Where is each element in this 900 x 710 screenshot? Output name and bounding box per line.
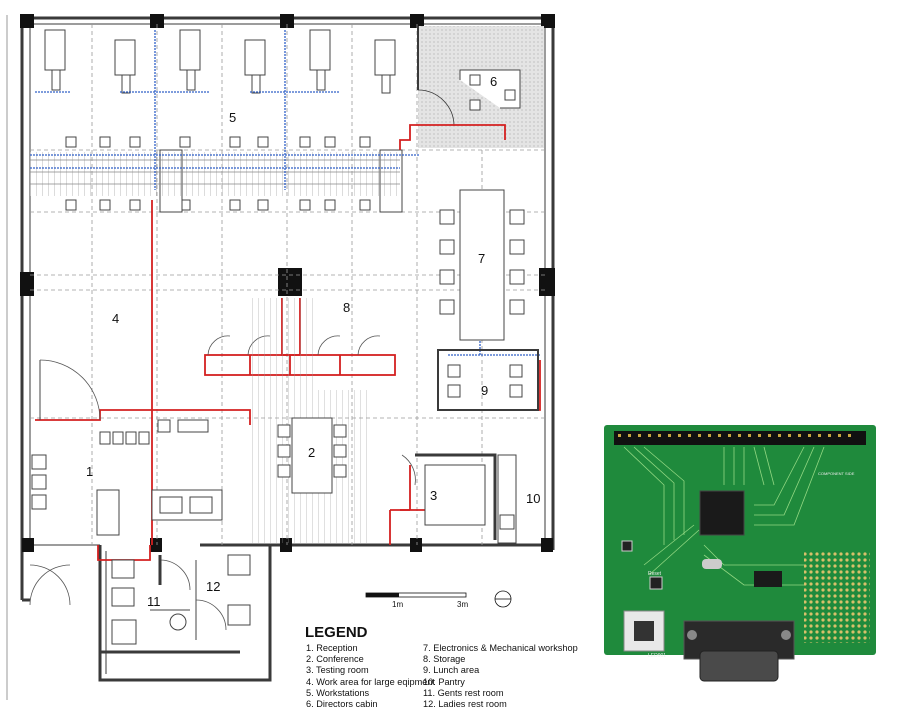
room-number-12: 12	[206, 579, 220, 594]
legend-item: 7. Electronics & Mechanical workshop	[423, 643, 578, 653]
legend-column-2: 7. Electronics & Mechanical workshop 8. …	[423, 643, 578, 710]
legend-item: 12. Ladies rest room	[423, 699, 507, 710]
room-number-2: 2	[308, 445, 315, 460]
scale-bar: 1m 3m	[365, 592, 468, 609]
legend-item: 3. Testing room	[306, 665, 369, 676]
reception-furniture	[31, 419, 223, 536]
legend-item: 4. Work area for large eqipment	[306, 676, 436, 687]
room-number-5: 5	[229, 110, 236, 125]
legend-column-1: 1. Reception 2. Conference 3. Testing ro…	[306, 643, 435, 710]
legend-item: 10. Pantry	[423, 676, 465, 687]
legend-item: 5. Workstations	[306, 687, 370, 698]
corridor-band	[30, 152, 400, 196]
room-number-9: 9	[481, 383, 488, 398]
room-numbers: 1 2 3 4 5 6 7 8 9 10 11 12	[86, 74, 540, 609]
grid-lines	[30, 24, 545, 545]
pcb-reset-label: Reset	[648, 571, 662, 577]
microcontroller-chip	[699, 490, 745, 536]
legend-item: 1. Reception	[306, 643, 358, 653]
legend-item: 2. Conference	[306, 654, 364, 665]
pcb-photo: Reset COMPONENT SIDE LED901	[604, 425, 876, 687]
room-number-10: 10	[526, 491, 540, 506]
room-number-7: 7	[478, 251, 485, 266]
north-arrow-icon	[494, 590, 512, 608]
columns	[20, 14, 555, 552]
legend-item: 9. Lunch area	[423, 665, 480, 676]
room-number-3: 3	[430, 488, 437, 503]
pcb-component-side-label: COMPONENT SIDE	[818, 471, 855, 476]
room-number-4: 4	[112, 311, 119, 326]
legend-item: 6. Directors cabin	[306, 699, 378, 710]
legend-title: LEGEND	[305, 624, 368, 641]
proto-area	[804, 551, 870, 643]
scale-label-3m: 3m	[457, 600, 468, 609]
room-number-11: 11	[147, 594, 161, 609]
legend-item: 8. Storage	[423, 654, 466, 665]
pin-header	[614, 431, 866, 445]
restrooms	[111, 554, 251, 645]
room-number-8: 8	[343, 300, 350, 315]
room-number-6: 6	[490, 74, 497, 89]
legend-item: 11. Gents rest room	[423, 687, 504, 698]
scale-label-1m: 1m	[392, 600, 403, 609]
pcb-led-label: LED901	[648, 653, 666, 659]
room-number-1: 1	[86, 464, 93, 479]
